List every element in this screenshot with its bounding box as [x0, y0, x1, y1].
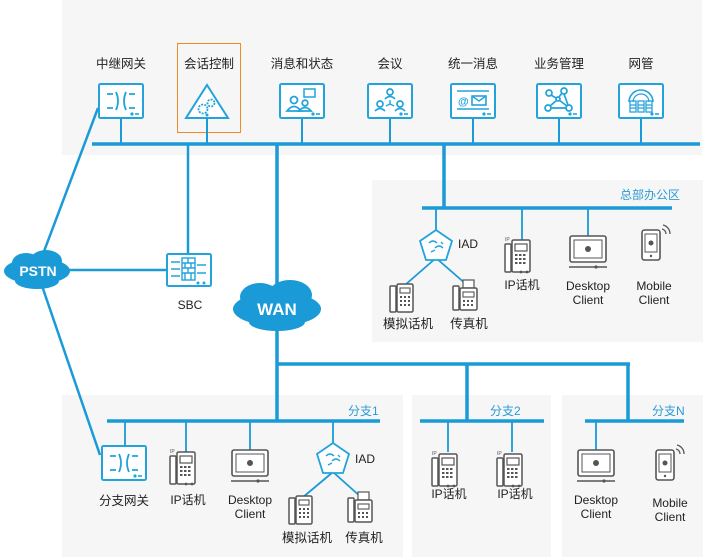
branch1-ip-phone-label: IP话机: [170, 493, 206, 507]
branch1-desktop-icon: [230, 449, 270, 484]
hq-ip-phone-icon: [504, 236, 531, 275]
branch1-fax-icon: [347, 491, 373, 523]
hq-mobile-label-2: Client: [638, 293, 670, 307]
branchN-title: 分支N: [652, 404, 685, 418]
hq-iad-label: IAD: [458, 237, 479, 251]
session-control-highlight: [177, 43, 241, 133]
branchN-mobile-label-1: Mobile: [652, 496, 688, 510]
hq-ip-phone-label: IP话机: [504, 278, 540, 292]
branch1-desktop-label-2: Client: [234, 507, 266, 521]
branch1-gateway-label: 分支网关: [98, 494, 149, 508]
wan-cloud: [233, 280, 321, 331]
core-label-network-management: 网管: [628, 57, 654, 71]
core-label-service-management: 业务管理: [533, 57, 584, 71]
branch2-ip-phone-1-label: IP话机: [431, 487, 467, 501]
sbc-firewall-icon: [166, 253, 212, 287]
branch1-fax-label: 传真机: [345, 531, 383, 545]
core-label-session-control: 会话控制: [183, 57, 234, 71]
conference-icon: [367, 83, 413, 119]
branch1-analog-phone-icon: [288, 495, 313, 525]
branch1-desktop-label-1: Desktop: [227, 493, 273, 507]
branch2-ip-phone-2-icon: [496, 450, 523, 489]
presence-message-icon: [279, 83, 325, 119]
hq-desktop-label-1: Desktop: [565, 279, 611, 293]
wan-label: WAN: [257, 300, 297, 319]
hq-mobile-label-1: Mobile: [636, 279, 672, 293]
branchN-mobile-icon: [655, 444, 685, 481]
service-management-icon: [536, 83, 582, 119]
sbc-label: SBC: [177, 298, 203, 312]
branch2-ip-phone-1-icon: [431, 450, 458, 489]
trunk-gateway-icon: [98, 83, 144, 119]
pstn-cloud: [4, 250, 70, 289]
hq-desktop-icon: [568, 235, 608, 270]
branch1-ip-phone-icon: [169, 448, 196, 487]
branchN-desktop-label-1: Desktop: [573, 493, 619, 507]
core-label-conference: 会议: [377, 57, 403, 71]
branch1-analog-phone-label: 模拟话机: [281, 531, 332, 545]
unified-message-icon: @: [450, 83, 496, 119]
branchN-mobile-label-2: Client: [654, 510, 686, 524]
hq-iad-icon: [419, 229, 453, 261]
hq-mobile-icon: [641, 224, 671, 261]
hq-fax-label: 传真机: [450, 317, 488, 331]
hq-desktop-label-2: Client: [572, 293, 604, 307]
branch1-title: 分支1: [348, 404, 379, 418]
hq-title: 总部办公区: [620, 188, 681, 202]
hq-fax-icon: [452, 279, 478, 311]
branch2-ip-phone-2-label: IP话机: [497, 487, 533, 501]
hq-analog-phone-label: 模拟话机: [382, 317, 433, 331]
core-label-trunk-gateway: 中继网关: [95, 57, 146, 71]
pstn-label: PSTN: [19, 263, 57, 279]
branch-gateway-icon: [101, 445, 147, 481]
core-label-unified-message: 统一消息: [447, 57, 498, 71]
core-panel: [62, 0, 702, 155]
branch1-iad-icon: [316, 442, 350, 474]
branchN-desktop-label-2: Client: [580, 507, 612, 521]
network-management-icon: [618, 83, 664, 119]
branch1-iad-label: IAD: [355, 452, 376, 466]
session-control-icon: [184, 83, 230, 119]
core-label-presence-message: 消息和状态: [270, 57, 334, 71]
branch2-title: 分支2: [490, 404, 521, 418]
hq-analog-phone-icon: [389, 283, 414, 313]
branchN-desktop-icon: [576, 449, 616, 484]
svg-text:@: @: [458, 96, 469, 108]
